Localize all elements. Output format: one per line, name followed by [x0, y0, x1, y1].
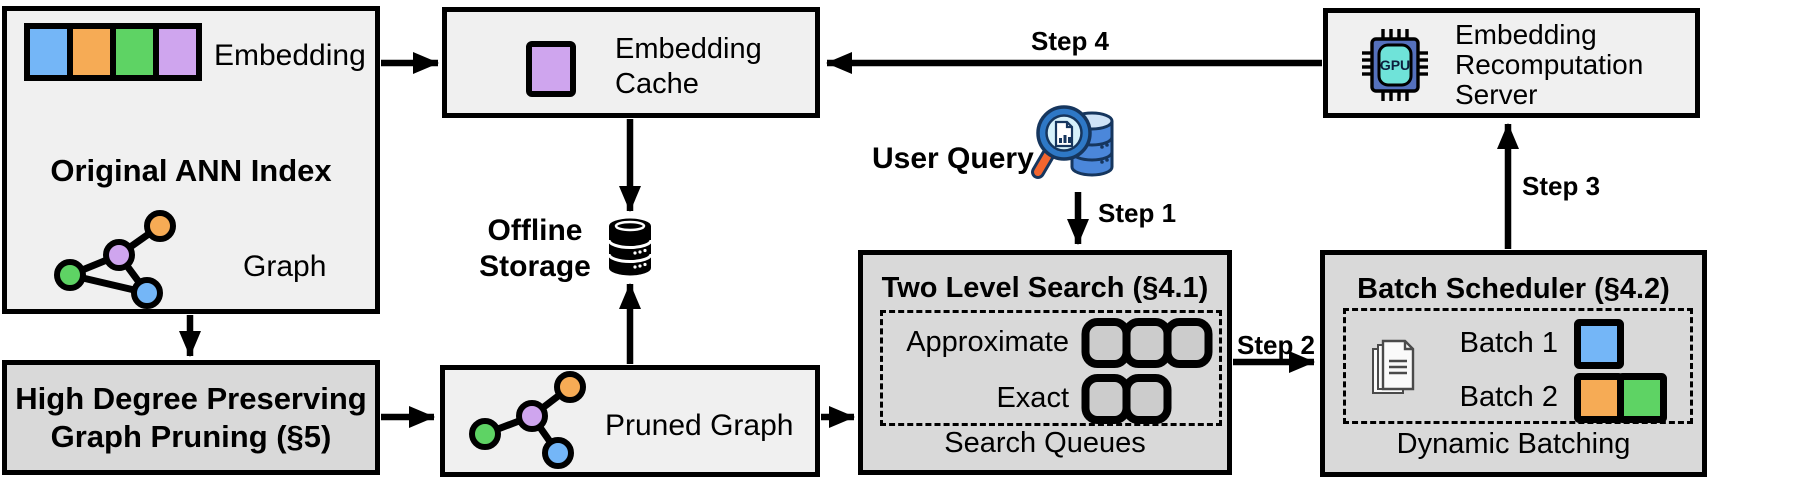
- queries-documents-icon: [1372, 339, 1415, 394]
- step2-label: Step 2: [1236, 330, 1316, 360]
- batch-scheduler-title: Batch Scheduler (§4.2): [1357, 273, 1670, 305]
- queue-slot: [1122, 374, 1172, 424]
- batch1-squares-icon: [1574, 319, 1624, 369]
- search-queues-caption: Search Queues: [944, 427, 1146, 460]
- dynamic-batching-panel: [1343, 308, 1693, 424]
- db-band: [607, 253, 653, 263]
- embedding-cache-line2: Cache: [615, 68, 699, 100]
- graph-pruning-line1: High Degree Preserving: [15, 380, 367, 416]
- recomputation-server-label: Embedding Recomputation Server: [1455, 20, 1643, 110]
- batch2-cell-orange: [1574, 373, 1624, 423]
- two-level-search-box: Two Level Search (§4.1) Approximate Exac…: [858, 250, 1232, 475]
- batch2-squares-icon: [1574, 373, 1667, 423]
- pruned-graph-box: Pruned Graph: [440, 365, 820, 477]
- original-ann-index-box: Embedding Original ANN Index Graph: [2, 6, 380, 314]
- original-graph-icon: [54, 210, 176, 309]
- embedding-vector-icon: [24, 23, 202, 81]
- exact-queue-slots-icon: [1081, 374, 1172, 424]
- db-band: [607, 239, 653, 249]
- batch2-cell-green: [1617, 373, 1667, 423]
- gpu-chip-label: GPU: [1380, 57, 1410, 73]
- user-query-icon: [1031, 105, 1114, 179]
- step3-label: Step 3: [1522, 171, 1601, 201]
- cache-cell-purple: [526, 41, 576, 97]
- offline-storage-label: Offline Storage: [455, 213, 615, 285]
- approximate-queue-slots-icon: [1081, 318, 1213, 368]
- queue-slot: [1163, 318, 1213, 368]
- graph-node-green: [469, 418, 501, 450]
- server-line3: Server: [1455, 79, 1538, 110]
- search-queues-panel: Approximate Exact: [880, 310, 1222, 426]
- graph-node-green: [54, 259, 86, 291]
- exact-label: Exact: [996, 382, 1069, 415]
- gpu-chip-core: [1377, 43, 1413, 87]
- batch-scheduler-box: Batch Scheduler (§4.2) Batch 1 Batch 2 D…: [1320, 250, 1707, 477]
- embedding-cache-box: Embedding Cache: [442, 7, 820, 118]
- embedding-cache-line1: Embedding: [615, 33, 762, 65]
- batch1-cell-blue: [1574, 319, 1624, 369]
- offline-storage-line2: Storage: [479, 250, 591, 283]
- batch1-label: Batch 1: [1459, 327, 1558, 360]
- recomputation-server-box: GPU Embedding Recomputation Server: [1323, 8, 1700, 118]
- graph-pruning-title: High Degree Preserving Graph Pruning (§5…: [7, 380, 375, 456]
- graph-node-orange: [144, 210, 176, 242]
- pruned-graph-icon: [469, 371, 586, 469]
- db-body: [609, 226, 651, 276]
- magnifier-icon: [1031, 105, 1092, 179]
- magnifier-handle: [1034, 151, 1052, 176]
- graph-pruning-box: High Degree Preserving Graph Pruning (§5…: [2, 360, 380, 475]
- graph-node-purple: [516, 400, 548, 432]
- pruned-graph-label: Pruned Graph: [605, 409, 794, 442]
- front-document: [1381, 339, 1415, 391]
- embedding-cell-orange: [67, 23, 116, 81]
- queue-slot: [1081, 318, 1131, 368]
- graph-pruning-line2: Graph Pruning (§5): [50, 418, 332, 454]
- approximate-label: Approximate: [906, 326, 1069, 359]
- offline-storage-database-icon: [607, 218, 653, 276]
- step1-label: Step 1: [1098, 198, 1177, 228]
- ann-index-title: Original ANN Index: [50, 153, 332, 188]
- cached-embedding-icon: [526, 41, 576, 97]
- step4-label: Step 4: [1030, 26, 1110, 56]
- approximate-queue-row: Approximate: [883, 315, 1219, 371]
- db-top-rim: [614, 220, 646, 232]
- two-level-search-title: Two Level Search (§4.1): [881, 272, 1209, 304]
- batch1-row: Batch 1: [1445, 318, 1625, 370]
- graph-node-blue: [542, 437, 574, 469]
- queue-slot: [1081, 374, 1131, 424]
- graph-node-orange: [554, 371, 586, 403]
- graph-node-blue: [131, 277, 163, 309]
- server-line1: Embedding: [1455, 19, 1597, 50]
- offline-storage-line1: Offline: [487, 214, 583, 247]
- embedding-cell-purple: [153, 23, 202, 81]
- user-query-label: User Query: [872, 142, 1034, 175]
- embedding-cell-blue: [24, 23, 73, 81]
- embedding-cell-green: [110, 23, 159, 81]
- dynamic-batching-caption: Dynamic Batching: [1396, 428, 1631, 461]
- embedding-label: Embedding: [214, 39, 366, 72]
- gpu-chip-icon: GPU: [1362, 29, 1428, 101]
- batch2-row: Batch 2: [1445, 372, 1668, 424]
- queue-slot: [1122, 318, 1172, 368]
- batch2-label: Batch 2: [1459, 381, 1558, 414]
- exact-queue-row: Exact: [883, 371, 1219, 427]
- server-line2: Recomputation: [1455, 49, 1644, 80]
- graph-label: Graph: [243, 250, 327, 283]
- embedding-cache-label: Embedding Cache: [615, 32, 762, 102]
- graph-node-purple: [103, 239, 135, 271]
